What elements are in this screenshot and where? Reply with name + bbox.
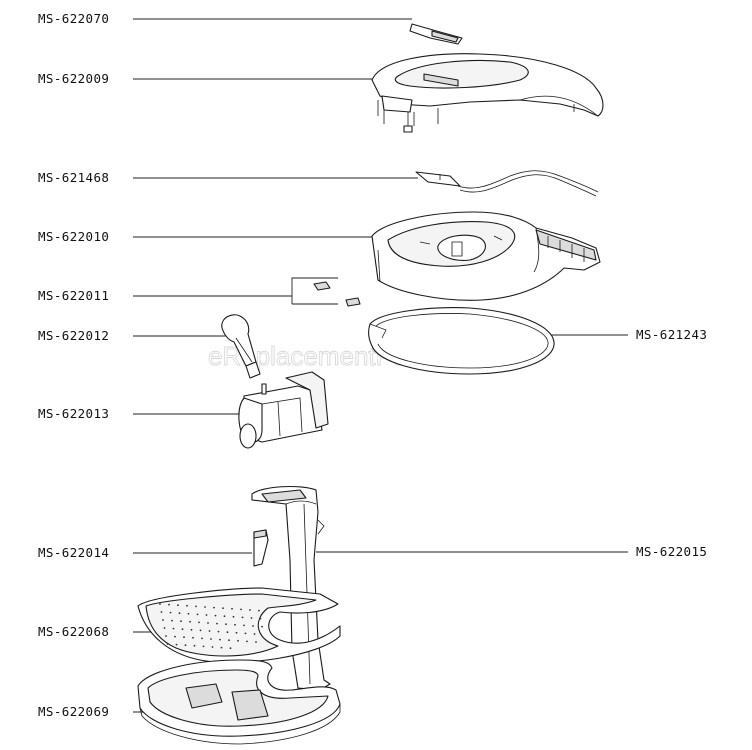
part-drawing-622009[interactable] — [371, 53, 604, 133]
part-drawing-622013[interactable] — [238, 371, 329, 449]
grille-hole — [243, 624, 245, 627]
leader-line-622011 — [133, 277, 338, 297]
grille-hole — [241, 616, 244, 619]
grille-hole — [192, 636, 194, 639]
part-drawing-622012[interactable] — [221, 314, 261, 379]
grille-hole — [213, 606, 215, 609]
grille-hole — [219, 638, 221, 641]
grille-hole — [235, 631, 238, 634]
part-drawing-621243[interactable] — [368, 307, 555, 375]
grille-hole — [181, 628, 184, 631]
grille-hole — [253, 633, 256, 635]
grille-hole — [199, 629, 202, 632]
grille-hole — [207, 622, 209, 624]
grille-hole — [205, 614, 208, 616]
grille-holes — [159, 603, 263, 650]
grille-hole — [222, 607, 224, 610]
grille-hole — [159, 603, 161, 605]
grille-hole — [160, 611, 163, 613]
grille-hole — [210, 638, 212, 640]
part-label-ms-622012[interactable]: MS-622012 — [38, 328, 109, 343]
part-label-ms-622069[interactable]: MS-622069 — [38, 704, 109, 719]
grille-hole — [163, 627, 166, 629]
grille-hole — [190, 628, 193, 631]
grille-hole — [223, 615, 226, 618]
part-label-ms-622011[interactable]: MS-622011 — [38, 288, 109, 303]
grille-hole — [174, 635, 176, 638]
grille-hole — [208, 630, 211, 632]
grille-hole — [187, 612, 190, 615]
part-label-ms-622015[interactable]: MS-622015 — [636, 544, 707, 559]
grille-hole — [186, 604, 188, 607]
grille-hole — [217, 630, 220, 633]
grille-hole — [183, 636, 185, 639]
grille-hole — [214, 614, 217, 617]
grille-hole — [246, 640, 248, 643]
grille-hole — [226, 631, 229, 634]
part-drawing-622069[interactable] — [137, 659, 341, 745]
grille-hole — [169, 611, 172, 614]
grille-hole — [162, 619, 164, 621]
part-label-ms-622070[interactable]: MS-622070 — [38, 11, 109, 26]
grille-hole — [261, 625, 263, 628]
part-drawing-621468[interactable] — [415, 170, 599, 197]
grille-hole — [180, 620, 182, 623]
grille-hole — [172, 627, 175, 630]
grille-hole — [244, 632, 247, 635]
grille-hole — [255, 641, 257, 643]
grille-hole — [252, 625, 254, 627]
grille-hole — [195, 605, 197, 608]
grille-hole — [234, 623, 236, 626]
grille-hole — [232, 615, 235, 618]
grille-hole — [165, 635, 167, 637]
grille-hole — [202, 645, 205, 648]
grille-hole — [216, 622, 218, 625]
grille-hole — [171, 619, 173, 622]
grille-hole — [228, 639, 230, 642]
part-drawing-622068[interactable] — [137, 587, 341, 664]
part-drawing-622015[interactable] — [251, 486, 331, 691]
grille-hole — [168, 603, 170, 606]
grille-hole — [198, 621, 200, 624]
grille-hole — [211, 646, 214, 648]
part-label-ms-622009[interactable]: MS-622009 — [38, 71, 109, 86]
part-label-ms-621243[interactable]: MS-621243 — [636, 327, 707, 342]
part-drawing-622010[interactable] — [371, 211, 601, 301]
grille-hole — [178, 612, 181, 615]
part-drawing-622070[interactable] — [409, 23, 463, 45]
grille-hole — [189, 620, 191, 623]
grille-hole — [250, 617, 253, 619]
grille-hole — [177, 604, 179, 607]
part-drawing-622011[interactable] — [313, 281, 361, 307]
grille-hole — [220, 646, 223, 649]
part-drawing-622014[interactable] — [253, 529, 269, 567]
grille-hole — [201, 637, 203, 640]
grille-hole — [175, 643, 178, 646]
grille-hole — [249, 609, 251, 611]
grille-hole — [240, 608, 242, 611]
part-label-ms-621468[interactable]: MS-621468 — [38, 170, 109, 185]
grille-hole — [225, 623, 227, 626]
grille-hole — [258, 609, 260, 612]
part-label-ms-622010[interactable]: MS-622010 — [38, 229, 109, 244]
grille-hole — [237, 639, 239, 642]
grille-hole — [193, 644, 196, 647]
part-label-ms-622068[interactable]: MS-622068 — [38, 624, 109, 639]
part-label-ms-622014[interactable]: MS-622014 — [38, 545, 109, 560]
grille-hole — [231, 607, 233, 610]
grille-hole — [204, 606, 206, 608]
grille-hole — [184, 644, 187, 647]
grille-hole — [166, 643, 169, 645]
part-label-ms-622013[interactable]: MS-622013 — [38, 406, 109, 421]
grille-hole — [229, 647, 232, 650]
grille-hole — [196, 613, 199, 616]
grille-hole — [259, 617, 262, 620]
